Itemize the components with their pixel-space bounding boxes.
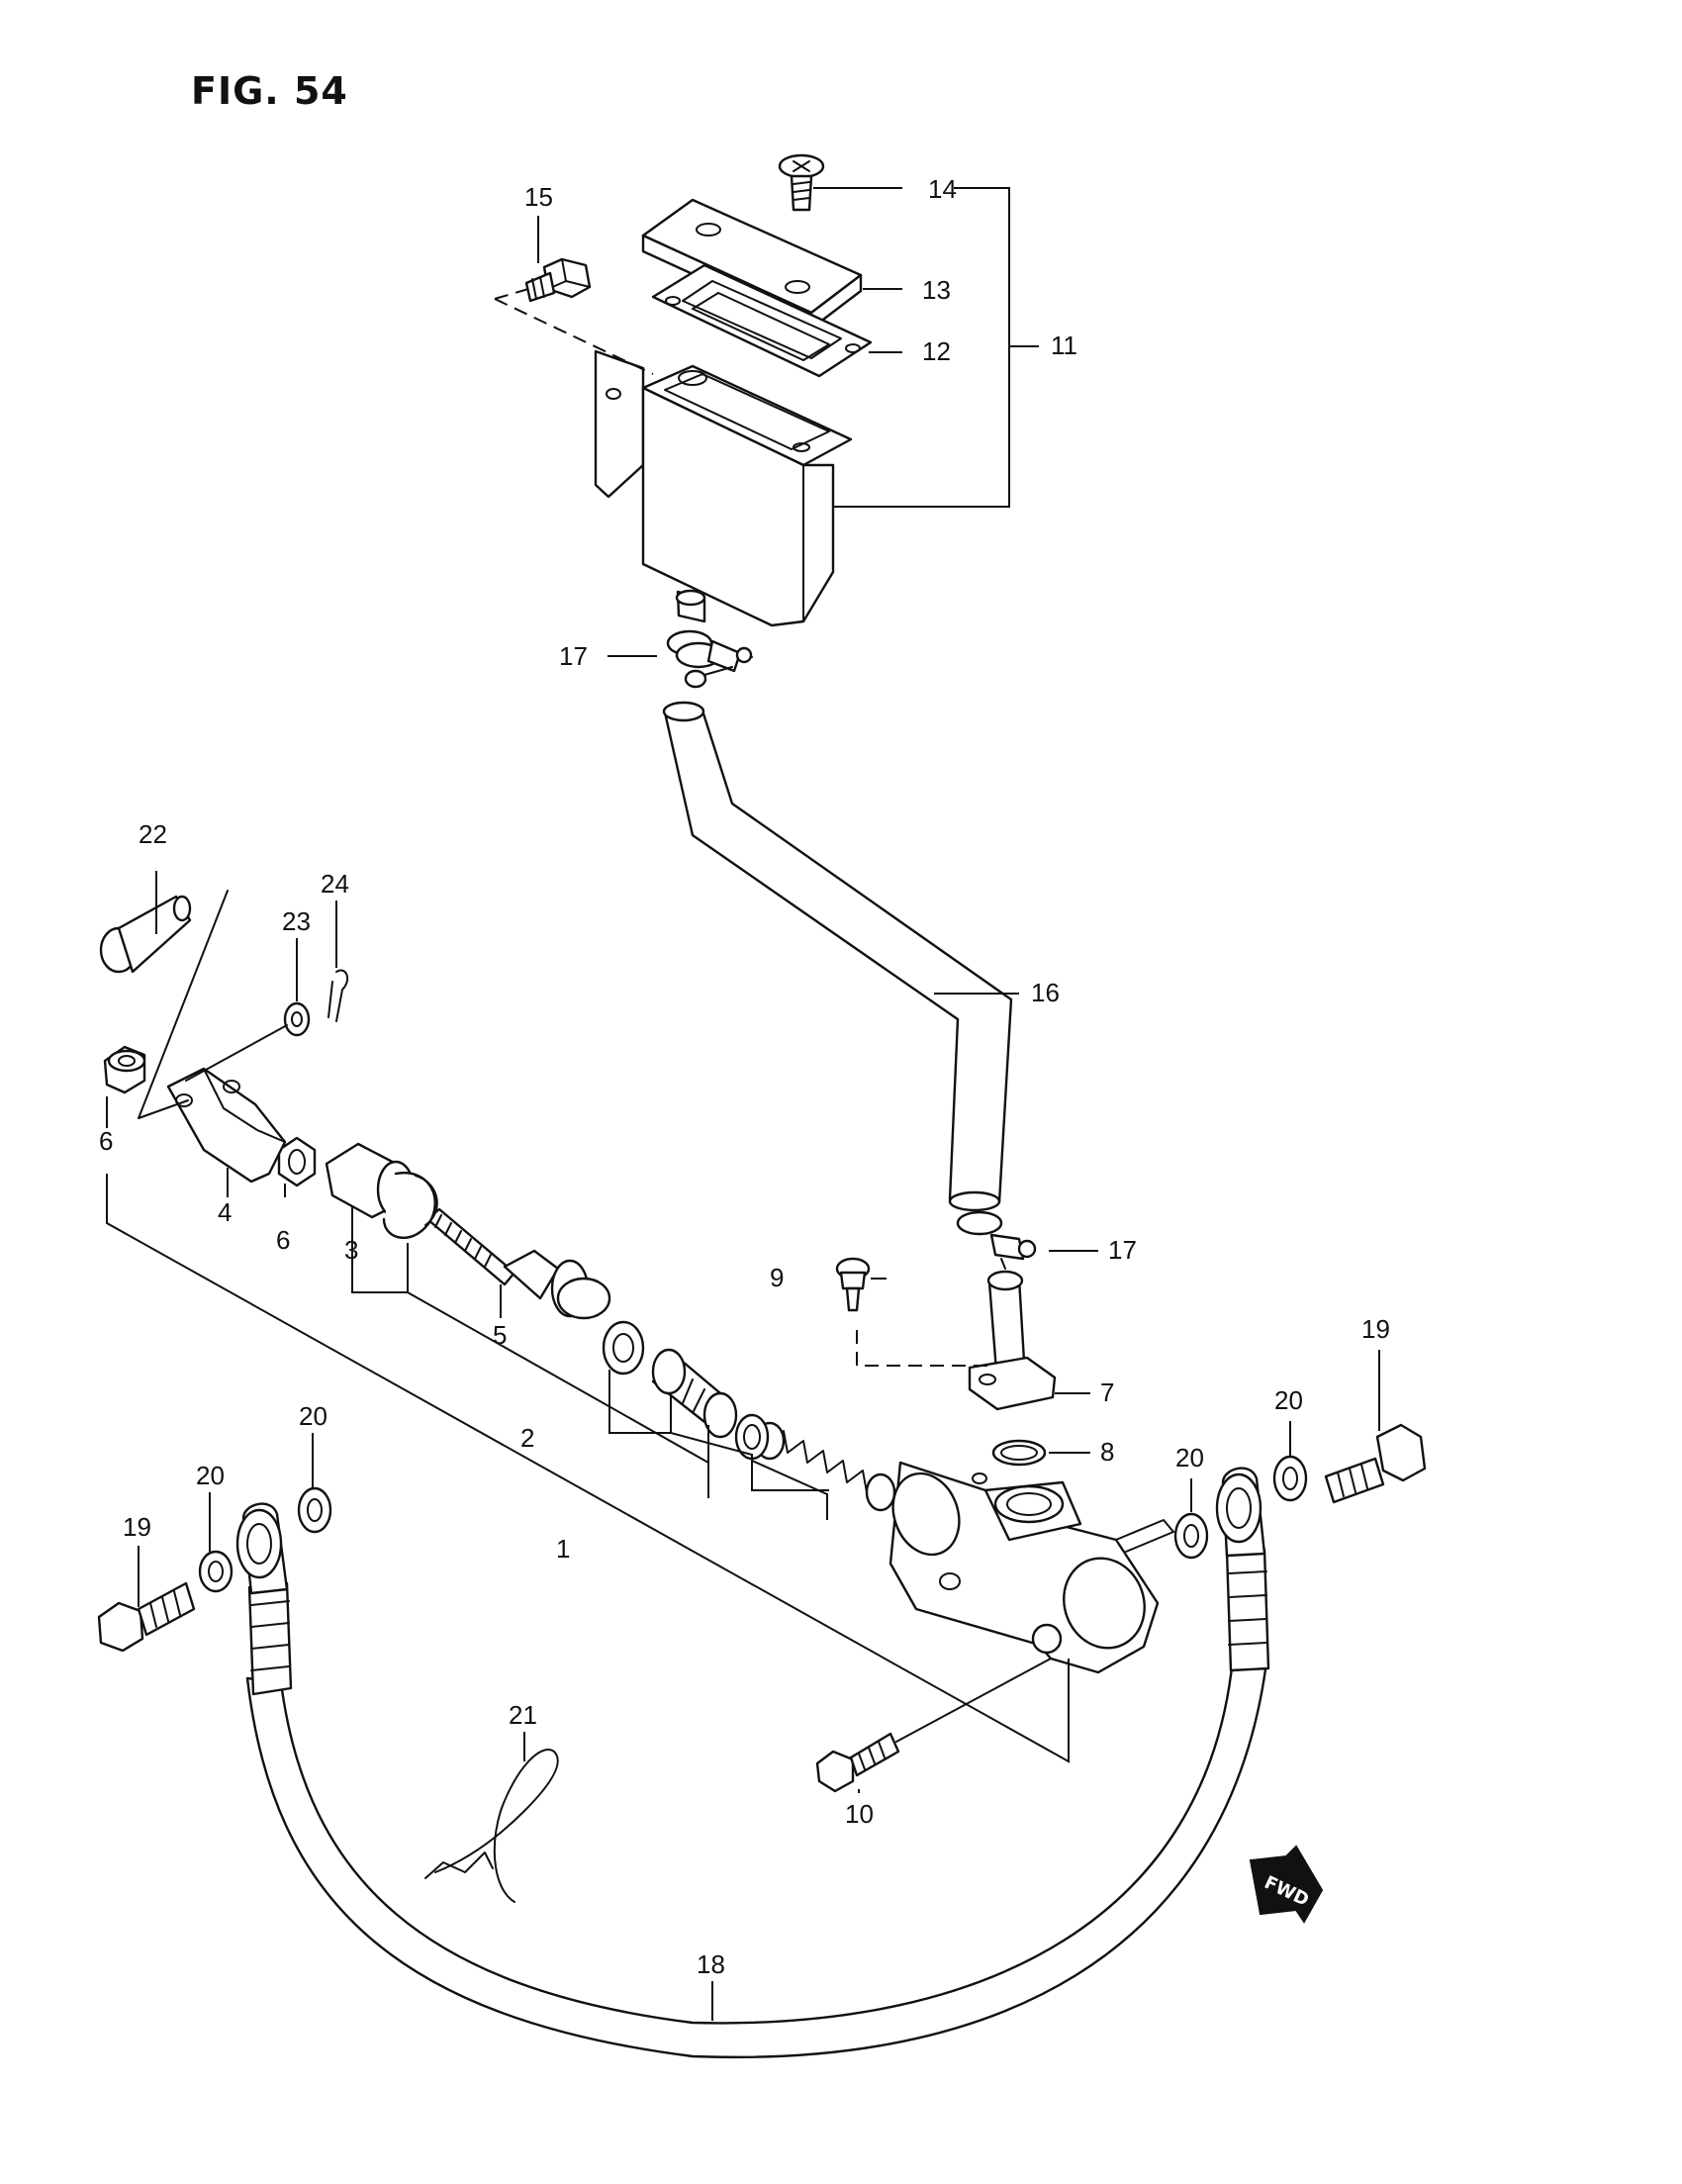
leader-9 [856,1330,995,1367]
part-2-piston-kit[interactable] [602,1320,896,1512]
part-5-push-rod[interactable] [425,1207,611,1320]
part-8-o-ring[interactable] [991,1439,1047,1467]
leader-15 [494,288,654,375]
leader-lines [106,187,1380,2021]
part-24-cotter-pin[interactable] [327,969,349,1022]
callout-19-left: 19 [123,1512,151,1542]
callout-17-lower: 17 [1108,1235,1137,1265]
part-14-screw[interactable] [778,153,825,212]
part-10-mounting-bolt[interactable] [815,1732,900,1793]
callout-16: 16 [1031,978,1060,1007]
part-9-screw[interactable] [835,1257,871,1312]
callout-22: 22 [139,819,167,849]
part-20-washer-left-outer[interactable] [198,1550,234,1593]
callout-24: 24 [321,869,349,899]
part-6-lock-nut[interactable] [103,1045,146,1094]
part-11-reservoir-tank[interactable] [594,349,853,627]
part-17-lower-clamp[interactable] [956,1210,1037,1270]
part-3-dust-boot[interactable] [325,1142,438,1239]
part-20-washer-right-inner[interactable] [1173,1512,1209,1560]
callout-7: 7 [1100,1377,1114,1407]
part-21-hose-clip[interactable] [424,1749,559,1903]
part-16-reservoir-hose[interactable] [662,701,1013,1212]
callout-20-left-inner: 20 [299,1401,327,1431]
callout-20-right-outer: 20 [1274,1385,1303,1415]
part-20-washer-left-inner[interactable] [297,1486,332,1534]
part-17-upper-clamp[interactable] [666,629,753,689]
callout-13: 13 [922,275,951,305]
callout-11: 11 [1051,331,1077,360]
part-20-washer-right-outer[interactable] [1272,1455,1308,1502]
part-22-clevis-pin[interactable] [99,895,192,974]
callout-9: 9 [770,1263,784,1292]
part-23-washer[interactable] [283,1001,311,1037]
part-1-master-cylinder-body[interactable] [883,1461,1174,1674]
callout-8: 8 [1100,1437,1114,1467]
part-7-hose-connector[interactable] [968,1270,1057,1411]
callout-6-center: 6 [276,1225,290,1255]
callout-numbers: 14 13 12 11 15 17 16 17 9 7 8 19 20 20 2… [99,174,1390,1979]
callout-20-right-inner: 20 [1175,1443,1204,1472]
callout-18: 18 [697,1949,725,1979]
part-19-banjo-bolt-right[interactable] [1324,1423,1427,1504]
part-6-nut[interactable] [277,1136,317,1187]
callout-14: 14 [928,174,957,204]
callout-15: 15 [524,182,553,212]
callout-12: 12 [922,336,951,366]
callout-23: 23 [282,906,311,936]
part-4-clevis[interactable] [166,1067,287,1184]
callout-3: 3 [344,1235,358,1265]
callout-6-left: 6 [99,1126,113,1156]
part-18-clutch-hose[interactable] [235,1467,1270,2058]
callout-20-left-outer: 20 [196,1461,225,1490]
callout-17-upper: 17 [559,641,588,671]
forward-direction-indicator: FWD [1249,1845,1324,1924]
figure-title: FIG. 54 [191,69,348,113]
part-15-bolt[interactable] [524,257,592,303]
callout-19-right: 19 [1361,1314,1390,1344]
callout-2: 2 [520,1423,534,1453]
leader-10 [895,1658,1052,1743]
callout-5: 5 [493,1320,507,1350]
callout-1: 1 [556,1534,570,1564]
callout-10: 10 [845,1799,874,1829]
part-13-reservoir-cap[interactable] [641,198,863,331]
part-12-diaphragm[interactable] [651,263,873,378]
leader-23 [185,1024,288,1082]
callout-4: 4 [218,1197,232,1227]
leader-22 [138,890,229,1119]
part-19-banjo-bolt-left[interactable] [97,1581,196,1653]
callout-21: 21 [509,1700,537,1730]
